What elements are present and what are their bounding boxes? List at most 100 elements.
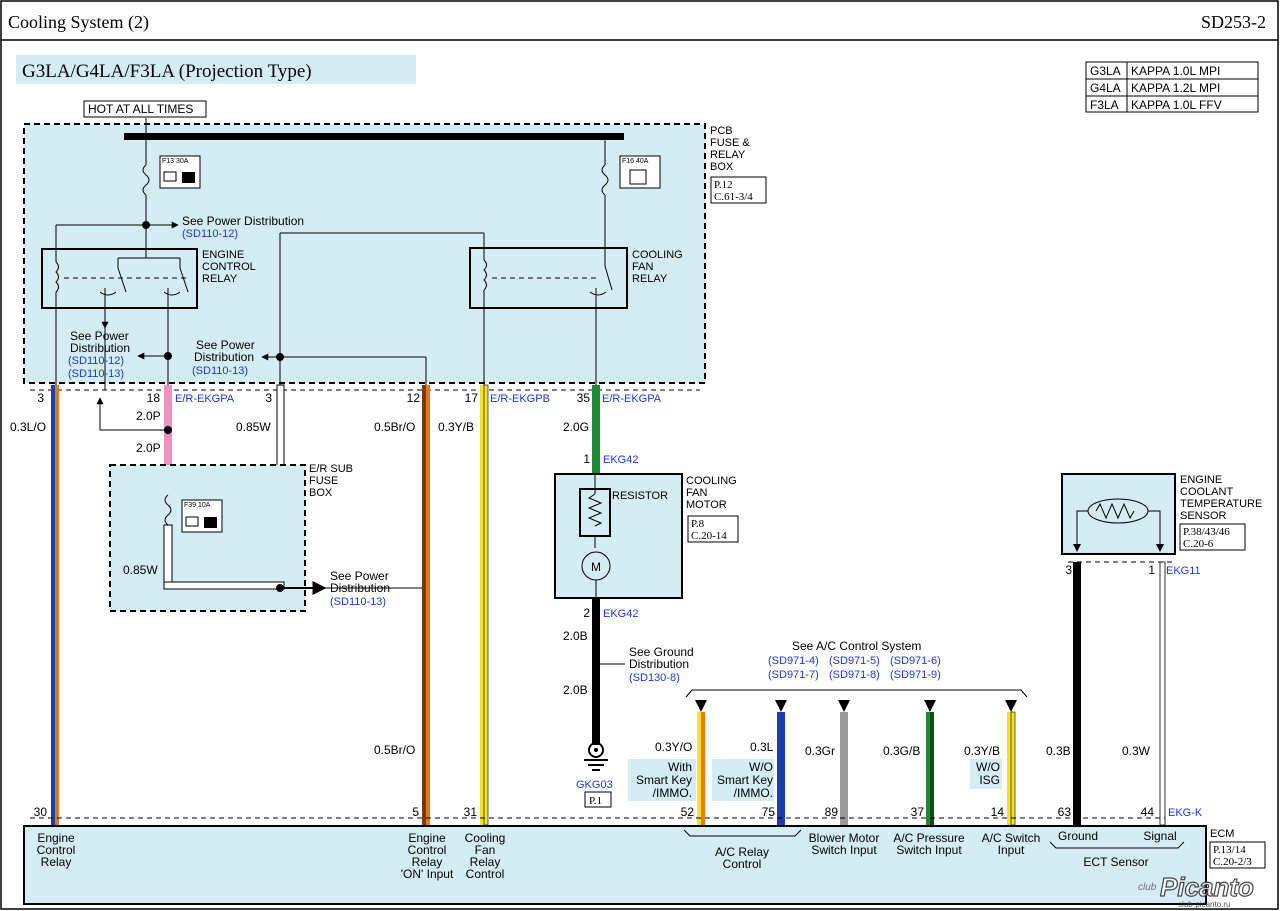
wire-label-w9: 2.0B <box>563 629 588 643</box>
pcb-ref-2: C.61-3/4 <box>714 191 753 203</box>
wire-0-3y-o <box>701 712 705 825</box>
ecm-acp-2: Switch Input <box>896 843 962 857</box>
sd971-7: (SD971-7) <box>768 669 819 681</box>
wire-label-w7: 0.3Y/B <box>438 420 474 434</box>
motor-label-3: MOTOR <box>686 499 727 511</box>
sensor-label-4: SENSOR <box>1180 510 1227 522</box>
ecm-ref-2: C.20-2/3 <box>1213 856 1252 868</box>
ecm-ect: ECT Sensor <box>1083 855 1148 869</box>
pcb-fuse-relay-box <box>23 123 706 384</box>
sd110-13-left: (SD110-13) <box>68 368 124 380</box>
ecm-acs-1: A/C Switch <box>982 831 1041 845</box>
ecm-acp-1: A/C Pressure <box>893 831 965 845</box>
wire-0-3l <box>777 712 785 825</box>
conn-ekg42-a: EKG42 <box>603 454 638 466</box>
pin-75: 75 <box>762 805 776 819</box>
pcb-label-2: FUSE & <box>710 137 750 149</box>
gkg-ref: P.1 <box>589 795 602 807</box>
svg-text:Picanto: Picanto <box>1160 872 1254 902</box>
wo-smart-2: Smart Key <box>717 773 773 787</box>
motor-label-2: FAN <box>686 487 707 499</box>
wire-label-w17: 0.3B <box>1046 744 1071 758</box>
wire-label-w8: 2.0G <box>563 420 589 434</box>
cfr-label-1: COOLING <box>632 249 683 261</box>
svg-text:F13 30A: F13 30A <box>162 158 189 165</box>
engine-desc-3: KAPPA 1.0L FFV <box>1131 98 1222 112</box>
wire-label-w14: 0.3Gr <box>805 744 835 758</box>
ecm-on-1: Engine <box>408 831 446 845</box>
hot-label: HOT AT ALL TIMES <box>88 102 193 116</box>
ecr-label-2: CONTROL <box>202 261 256 273</box>
ect-sensor <box>1061 473 1176 555</box>
fuse-f13-symbol <box>142 164 150 196</box>
pin-89: 89 <box>825 805 839 819</box>
wire-0-3g-b <box>930 712 934 825</box>
wire-0-3b <box>1073 562 1081 825</box>
wire-0-3y-b-stripe <box>483 384 489 826</box>
sd971-6: (SD971-6) <box>890 655 941 667</box>
er-sub-label-3: BOX <box>309 487 333 499</box>
motor-ref-1: P.8 <box>691 518 705 530</box>
svg-text:club-picanto.ru: club-picanto.ru <box>1178 900 1230 909</box>
wire-0-3l-o-blue <box>51 385 55 825</box>
wire-0-5br-o-brown <box>422 385 426 825</box>
wire-0-3y-b-yellow <box>480 385 484 825</box>
ecm-on-4: 'ON' Input <box>401 867 454 881</box>
pin-31: 31 <box>464 805 478 819</box>
cfr-label-3: RELAY <box>632 273 668 285</box>
engine-table: G3LA KAPPA 1.0L MPI G4LA KAPPA 1.2L MPI … <box>1085 61 1259 113</box>
svg-text:F39 10A: F39 10A <box>184 502 211 509</box>
engine-desc-1: KAPPA 1.0L MPI <box>1131 64 1220 78</box>
sd130-8: (SD130-8) <box>629 672 680 684</box>
ecm-ground: Ground <box>1058 829 1098 843</box>
ecr-label-1: ENGINE <box>202 249 244 261</box>
pin-12: 12 <box>407 391 421 405</box>
conn-er-ekgpa-2: E/R-EKGPA <box>602 393 662 405</box>
sd971-4: (SD971-4) <box>768 655 819 667</box>
sd971-9: (SD971-9) <box>890 669 941 681</box>
diagram-subtitle: G3LA/G4LA/F3LA (Projection Type) <box>22 61 312 82</box>
resistor-label: RESISTOR <box>612 490 668 502</box>
wire-label-w2: 2.0P <box>136 409 161 423</box>
pin-3-sensor: 3 <box>1065 563 1072 577</box>
wire-label-w13: 0.3L <box>750 740 774 754</box>
ground-symbol <box>584 742 608 771</box>
svg-text:club: club <box>1138 882 1157 893</box>
fuse-f16-icon: F16 40A <box>619 155 661 189</box>
ecm-ref-box <box>1209 841 1266 869</box>
see-power-left: See Power <box>70 329 129 343</box>
pin-52: 52 <box>681 805 695 819</box>
pin-30: 30 <box>34 805 48 819</box>
wire-0-3gr <box>840 712 848 825</box>
ecm-cfrc-1: Cooling <box>465 831 506 845</box>
pin-2-motor: 2 <box>583 606 590 620</box>
conn-ekg-k: EKG-K <box>1168 807 1203 819</box>
wire-label-w5: 0.85W <box>123 563 158 577</box>
pin-18: 18 <box>147 391 161 405</box>
conn-ekg11: EKG11 <box>1166 565 1201 577</box>
motor-m: M <box>591 560 601 574</box>
engine-desc-2: KAPPA 1.2L MPI <box>1131 81 1220 95</box>
engine-code-1: G3LA <box>1090 64 1121 78</box>
er-sub-label-2: FUSE <box>309 475 338 487</box>
see-ac: See A/C Control System <box>792 639 921 653</box>
option-with-smart-box <box>628 759 696 801</box>
conn-er-ekgpa: E/R-EKGPA <box>175 393 235 405</box>
pin-1-sensor: 1 <box>1148 563 1155 577</box>
pin-63: 63 <box>1058 805 1072 819</box>
pcb-label-4: BOX <box>710 161 734 173</box>
pin-14: 14 <box>991 805 1005 819</box>
ecm-on-2: Control <box>408 843 447 857</box>
option-wo-isg-box <box>970 759 1002 789</box>
wo-smart-3: /IMMO. <box>734 786 773 800</box>
sensor-label-1: ENGINE <box>1180 474 1222 486</box>
engine-control-relay <box>41 248 198 309</box>
distribution-gnd: Distribution <box>629 657 689 671</box>
wire-0-3y-b-ac <box>1010 711 1016 826</box>
conn-ekg42-b: EKG42 <box>603 608 638 620</box>
ecm-ecr-3: Relay <box>41 855 72 869</box>
cooling-fan-motor <box>554 473 683 599</box>
ecr-label-3: RELAY <box>202 273 238 285</box>
